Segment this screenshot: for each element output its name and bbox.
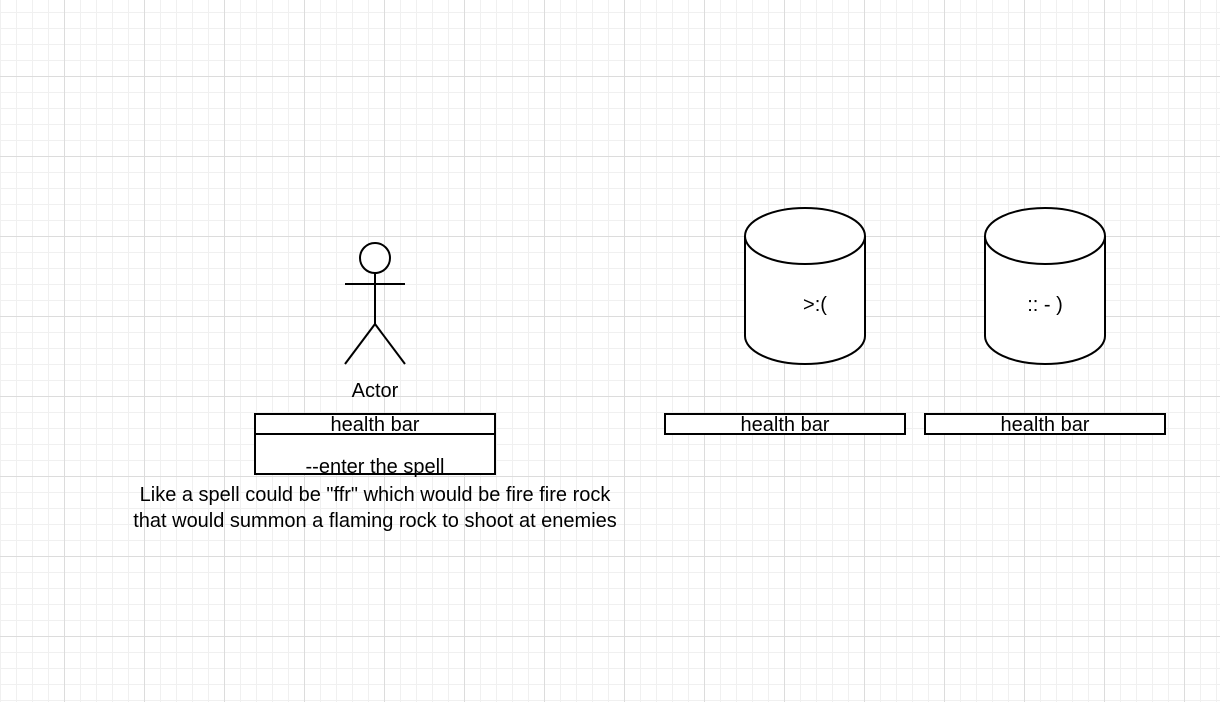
enemy-1-face: >:( <box>803 294 827 316</box>
enemy-1-health-bar[interactable]: health bar <box>664 413 906 436</box>
spell-explanation-note: Like a spell could be "ffr" which would … <box>133 484 617 532</box>
actor-health-bar[interactable]: health bar <box>254 413 496 436</box>
enemy-1-cylinder[interactable] <box>743 206 867 366</box>
spell-input-prompt: --enter the spell <box>305 456 445 478</box>
actor-label: Actor <box>351 380 399 402</box>
enemy-2-health-bar[interactable]: health bar <box>924 413 1166 436</box>
enemy-2-cylinder[interactable] <box>983 206 1107 366</box>
enemy-2-face: :: - ) <box>1027 294 1063 316</box>
actor-health-bar-label: health bar <box>330 414 420 436</box>
actor-figure[interactable] <box>340 240 412 370</box>
spell-input-box[interactable]: --enter the spell <box>254 433 496 478</box>
enemy-1-health-bar-label: health bar <box>740 414 830 436</box>
enemy-2-health-bar-label: health bar <box>1000 414 1090 436</box>
